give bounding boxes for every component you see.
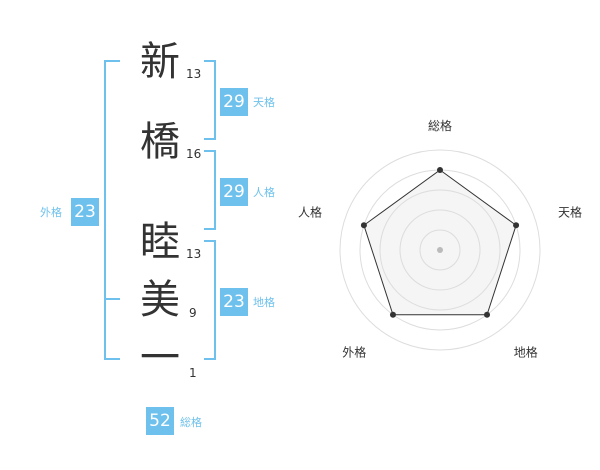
stroke-count-1: 13 xyxy=(186,67,202,81)
gai-value-badge: 23 xyxy=(71,198,99,226)
jin-bracket xyxy=(204,150,216,230)
stroke-count-2: 16 xyxy=(186,147,202,161)
radar-axis-label: 天格 xyxy=(558,204,582,219)
stroke-count-4: 9 xyxy=(189,306,197,320)
ten-label: 天格 xyxy=(253,96,275,109)
radar-data-point xyxy=(513,222,520,229)
radar-inner-ring xyxy=(419,229,461,271)
ten-value-badge: 29 xyxy=(220,88,248,116)
radar-axis-label: 地格 xyxy=(514,345,538,360)
chi-bracket xyxy=(204,240,216,360)
name-char-3: 睦 xyxy=(140,219,180,265)
radar-data-point xyxy=(389,311,396,318)
radar-data-point xyxy=(360,222,367,229)
radar-data-point xyxy=(484,311,491,318)
outer-bracket xyxy=(104,60,120,360)
radar-axis-label: 人格 xyxy=(298,204,322,219)
outer-bracket-tick xyxy=(104,298,120,300)
jin-value-badge: 29 xyxy=(220,178,248,206)
chi-label: 地格 xyxy=(253,296,275,309)
chi-value-badge: 23 xyxy=(220,288,248,316)
gai-label: 外格 xyxy=(40,206,62,219)
radar-data-polygon xyxy=(363,169,517,316)
name-char-1: 新 xyxy=(140,39,180,85)
radar-data-point xyxy=(437,167,443,173)
radar-inner-ring xyxy=(379,189,501,311)
stroke-count-3: 13 xyxy=(186,247,202,261)
radar-axis-label: 総格 xyxy=(428,118,452,133)
sou-label: 総格 xyxy=(180,416,202,429)
radar-center-dot xyxy=(437,247,443,253)
sou-value-badge: 52 xyxy=(146,407,174,435)
radar-grid-ring xyxy=(339,149,541,351)
radar-inner-ring xyxy=(399,209,481,291)
jin-label: 人格 xyxy=(253,186,275,199)
radar-axis-label: 外格 xyxy=(342,345,366,360)
ten-bracket xyxy=(204,60,216,140)
name-char-5: 一 xyxy=(140,335,180,381)
stroke-count-5: 1 xyxy=(189,366,197,380)
name-char-4: 美 xyxy=(140,277,180,323)
name-char-2: 橋 xyxy=(140,119,180,165)
